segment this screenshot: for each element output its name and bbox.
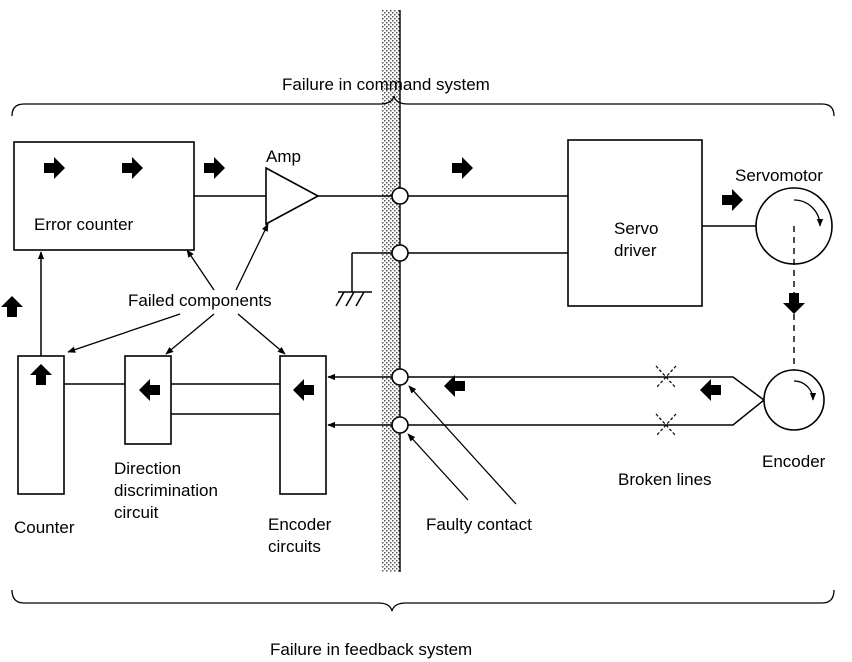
command-system-label: Failure in command system: [282, 75, 490, 94]
connector-terminal: [391, 244, 409, 262]
broken-lines-label: Broken lines: [618, 470, 712, 489]
flow-arrow-icon: [204, 157, 225, 179]
flow-arrow-up-icon: [1, 296, 23, 317]
pointer-line: [165, 313, 215, 355]
encoder-rotation-icon: [793, 380, 817, 401]
direction-circuit-label-2: discrimination: [114, 481, 218, 500]
command-system-brace: [11, 95, 835, 117]
flow-arrow-up-icon: [30, 364, 52, 385]
pointer-line: [407, 433, 469, 501]
direction-circuit-box: [124, 355, 172, 445]
encoder-circuits-box: [279, 355, 327, 495]
separation-band: [382, 10, 400, 572]
ground-symbol: [345, 291, 355, 307]
counter-label: Counter: [14, 518, 75, 537]
error-counter-box: [13, 141, 195, 251]
feedback-line: [408, 399, 765, 426]
flow-arrow-left-icon: [700, 379, 721, 401]
flow-arrow-icon: [44, 157, 65, 179]
pointer-line: [67, 313, 181, 353]
flow-arrow-left-icon: [444, 375, 465, 397]
connector-terminal: [391, 187, 409, 205]
pointer-line: [235, 223, 269, 291]
amp-label: Amp: [266, 147, 301, 166]
rotation-icon: [793, 199, 824, 227]
pointer-line: [237, 313, 286, 355]
pointer-line: [186, 249, 215, 291]
feedback-line: [408, 376, 765, 401]
servo-driver-label-2: driver: [614, 241, 657, 260]
encoder-label: Encoder: [762, 452, 826, 471]
encoder-circle: [763, 369, 825, 431]
flow-arrow-down-icon: [783, 293, 805, 314]
servomotor-label: Servomotor: [735, 166, 823, 185]
direction-circuit-label-1: Direction: [114, 459, 181, 478]
flow-arrow-left-icon: [139, 379, 160, 401]
servo-driver-box: [567, 139, 703, 307]
feedback-system-brace: [11, 589, 835, 612]
faulty-contact-label: Faulty contact: [426, 515, 532, 534]
ground-symbol: [355, 291, 365, 307]
ground-symbol: [335, 291, 345, 307]
connector-terminal: [391, 368, 409, 386]
connector-terminal: [391, 416, 409, 434]
error-counter-label: Error counter: [34, 215, 134, 234]
flow-arrow-icon: [452, 157, 473, 179]
encoder-circuits-label-1: Encoder: [268, 515, 332, 534]
amp-triangle: [265, 166, 320, 226]
pointer-line: [408, 385, 517, 505]
flow-arrow-icon: [122, 157, 143, 179]
flow-arrow-icon: [722, 189, 743, 211]
failed-components-label: Failed components: [128, 291, 272, 310]
encoder-circuits-label-2: circuits: [268, 537, 321, 556]
servo-driver-label-1: Servo: [614, 219, 658, 238]
feedback-system-label: Failure in feedback system: [270, 640, 472, 659]
direction-circuit-label-3: circuit: [114, 503, 159, 522]
flow-arrow-left-icon: [293, 379, 314, 401]
